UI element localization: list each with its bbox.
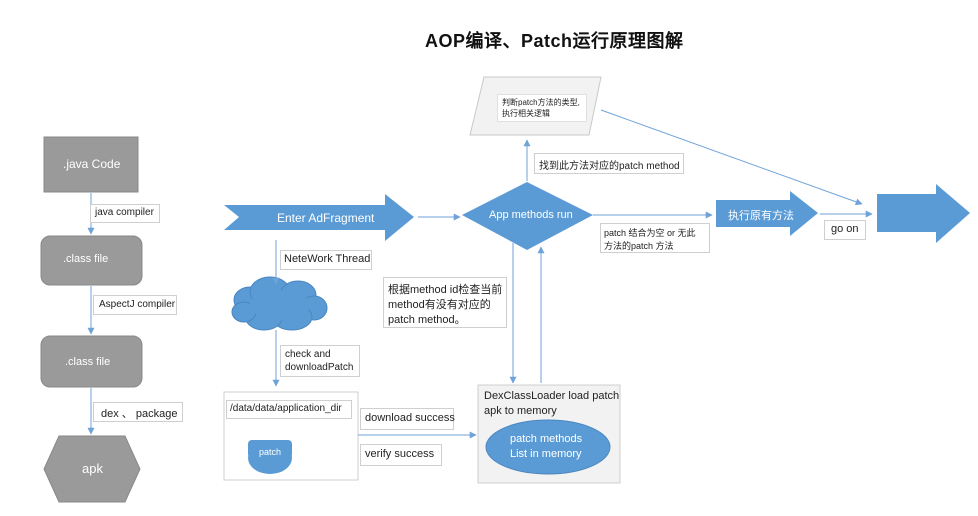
patch-methods-ellipse [485, 419, 611, 475]
verify-success-label-box [360, 444, 442, 466]
network-thread-label: NeteWork Thread [284, 253, 371, 265]
aspectj-compiler-label: AspectJ compiler [99, 299, 176, 310]
network-thread-label-box [280, 250, 372, 270]
find-patch-method-box [534, 153, 684, 174]
go-on-label: go on [831, 223, 859, 235]
go-on-label-box [824, 220, 866, 240]
java-code-label: .java Code [63, 157, 121, 171]
apk-label: apk [82, 461, 103, 476]
exec-original-arrow [716, 191, 818, 236]
verify-success-label: verify success [365, 448, 435, 460]
check-download-label-2: downloadPatch [285, 362, 354, 373]
patch-methods-label-1: patch methods [510, 433, 583, 445]
dexloader-label-2: apk to memory [484, 405, 557, 417]
final-arrow [877, 184, 970, 243]
check-download-label-box [280, 345, 360, 377]
java-compiler-label-box [90, 204, 160, 223]
connector-judge-to-goon [600, 109, 863, 206]
java-compiler-label: java compiler [95, 207, 154, 218]
java-code-box [43, 136, 139, 193]
check-method-id-line-1: 根据method id检查当前 [388, 284, 503, 296]
patch-blob-top [248, 440, 292, 458]
check-method-id-line-3: patch method。 [388, 314, 466, 326]
dexloader-label-1: DexClassLoader load patch [484, 390, 620, 402]
judge-type-line-1: 判断patch方法的类型, [502, 98, 580, 107]
class-file-box-1 [40, 235, 143, 286]
check-download-label-1: check and [285, 349, 331, 360]
patch-methods-label-2: List in memory [510, 448, 582, 460]
network-cloud [231, 276, 328, 331]
exec-original-label: 执行原有方法 [728, 210, 794, 222]
dex-package-label: dex 、 package [101, 408, 178, 420]
check-method-id-line-2: method有没有对应的 [388, 299, 491, 311]
data-dir-label-box [226, 400, 352, 419]
patch-label: patch [259, 447, 282, 457]
judge-type-label-box [497, 94, 587, 122]
patch-null-line-2: 方法的patch 方法 [604, 241, 674, 251]
apk-hexagon [43, 435, 141, 503]
app-methods-run-label: App methods run [489, 209, 573, 221]
dex-package-label-box [93, 402, 183, 422]
diagram-title: AOP编译、Patch运行原理图解 [425, 31, 684, 51]
data-dir-label: /data/data/application_dir [230, 403, 342, 414]
find-patch-method-label: 找到此方法对应的patch method [539, 161, 680, 172]
download-success-label-box [360, 408, 454, 430]
class-file-label-2: .class file [65, 356, 111, 368]
patch-null-box [600, 223, 710, 253]
enter-adfragment-arrow [224, 194, 414, 241]
aspectj-compiler-label-box [93, 295, 177, 315]
app-methods-diamond [462, 182, 593, 250]
download-success-label: download success [365, 412, 455, 424]
enter-adfragment-label: Enter AdFragment [277, 211, 375, 225]
check-method-id-box [383, 277, 507, 328]
judge-type-line-2: 执行相关逻辑 [502, 109, 550, 118]
class-file-box-2 [40, 335, 143, 388]
class-file-label-1: .class file [63, 253, 109, 265]
patch-null-line-1: patch 结合为空 or 无此 [604, 228, 696, 238]
